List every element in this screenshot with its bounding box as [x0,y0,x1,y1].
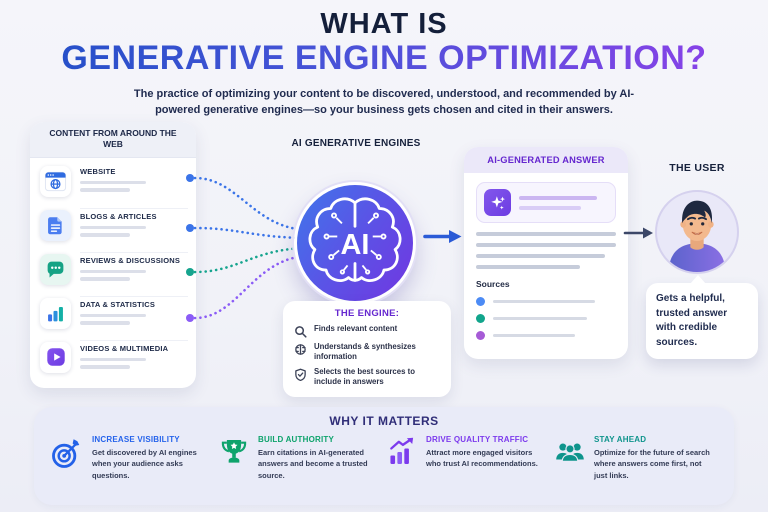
why-it-matters-panel: WHY IT MATTERS INCREASE VISIBILIT [34,407,734,505]
engine-step-text: Finds relevant content [314,324,398,333]
benefit-build-authority: BUILD AUTHORITY Earn citations in AI-gen… [218,435,386,481]
placeholder-line [80,313,146,318]
benefit-desc: Attract more engaged visitors who trust … [426,448,538,469]
answer-text-skeleton [476,232,616,269]
placeholder-line [80,357,146,362]
placeholder-line [476,265,580,269]
ai-answer-card: AI-GENERATED ANSWER [464,147,628,359]
benefit-desc: Earn citations in AI-generated answers a… [258,448,368,480]
placeholder-line [493,299,595,304]
growth-chart-icon [386,436,418,473]
page-subtitle: The practice of optimizing your content … [133,88,635,116]
list-item-website: WEBSITE [30,158,196,202]
placeholder-line [476,243,616,247]
benefit-title: BUILD AUTHORITY [258,435,335,444]
benefit-title: STAY AHEAD [594,435,647,444]
engine-step: Selects the best sources to include in a… [294,367,440,388]
flow-arrow-engine-to-answer [423,228,463,250]
page-title-line1: WHAT IS [320,8,448,40]
placeholder-line [80,277,130,281]
engine-step-text: Selects the best sources to include in a… [314,366,415,386]
sparkle-icon [484,189,511,216]
benefit-stay-ahead: STAY AHEAD Optimize for the future of se… [554,435,722,481]
engine-step-text: Understands & synthesizes information [314,342,416,362]
sources-label: Sources [476,279,510,289]
placeholder-line [80,188,130,192]
benefit-title: DRIVE QUALITY TRAFFIC [426,435,529,444]
placeholder-line [493,316,587,321]
list-item-videos: VIDEOS & MULTIMEDIA [30,334,196,378]
document-icon [40,209,71,241]
browser-globe-icon [40,165,71,197]
source-connector-lines [184,168,316,335]
bar-chart-icon [40,297,71,329]
list-item-reviews: REVIEWS & DISCUSSIONS [30,246,196,290]
placeholder-line [476,254,605,258]
placeholder-line [519,205,582,210]
placeholder-line [80,180,146,185]
flow-arrow-answer-to-user [623,226,655,245]
placeholder-line [519,195,598,200]
magnifier-icon [295,326,307,338]
source-row [476,297,616,306]
list-item-label: REVIEWS & DISCUSSIONS [80,255,181,265]
placeholder-line [476,232,616,236]
people-icon [554,436,586,473]
user-benefit-bubble: Gets a helpful, trusted answer with cred… [646,275,758,359]
list-item-label: WEBSITE [80,166,116,176]
list-item-label: DATA & STATISTICS [80,299,156,309]
source-row [476,331,616,340]
ai-engine-badge: AI [294,182,416,304]
why-it-matters-title: WHY IT MATTERS [329,414,439,428]
engine-steps-card: THE ENGINE: Finds relevant content Under… [283,301,451,397]
brain-icon [295,344,306,355]
user-section-title: THE USER [669,162,725,174]
target-icon [50,436,84,475]
engine-step: Understands & synthesizes information [294,342,440,363]
play-icon [40,341,71,373]
list-item-blogs: BLOGS & ARTICLES [30,202,196,246]
list-item-data: DATA & STATISTICS [30,290,196,334]
content-sources-panel: CONTENT FROM AROUND THE WEB WEBSITE [30,122,196,388]
content-sources-title: CONTENT FROM AROUND THE WEB [30,122,196,158]
benefit-title: INCREASE VISIBILITY [92,435,180,444]
benefit-desc: Optimize for the future of search where … [594,448,710,480]
user-avatar [655,190,739,274]
placeholder-line [80,233,130,237]
placeholder-line [80,365,130,369]
engine-section-title: AI GENERATIVE ENGINES [291,138,421,149]
benefit-increase-visibility: INCREASE VISIBILITY Get discovered by AI… [50,435,218,481]
shield-check-icon [295,368,306,381]
placeholder-line [80,269,146,274]
source-row [476,314,616,323]
placeholder-line [80,321,130,325]
benefit-drive-quality-traffic: DRIVE QUALITY TRAFFIC Attract more engag… [386,435,554,481]
chat-bubble-icon [40,253,71,285]
ai-brain-icon: AI [308,197,402,282]
source-dot-purple [476,331,485,340]
benefit-desc: Get discovered by AI engines when your a… [92,448,197,480]
ai-answer-title: AI-GENERATED ANSWER [464,147,628,173]
list-item-label: VIDEOS & MULTIMEDIA [80,343,169,353]
list-item-label: BLOGS & ARTICLES [80,211,157,221]
answer-highlight-box [476,182,616,223]
placeholder-line [493,333,575,338]
trophy-icon [218,436,250,473]
ai-core-label: AI [341,229,370,261]
source-dot-green [476,314,485,323]
placeholder-line [80,225,146,230]
source-dot-blue [476,297,485,306]
engine-box-title: THE ENGINE: [334,308,400,319]
page-title-line2: GENERATIVE ENGINE OPTIMIZATION? [0,39,768,78]
engine-step: Finds relevant content [294,324,440,338]
